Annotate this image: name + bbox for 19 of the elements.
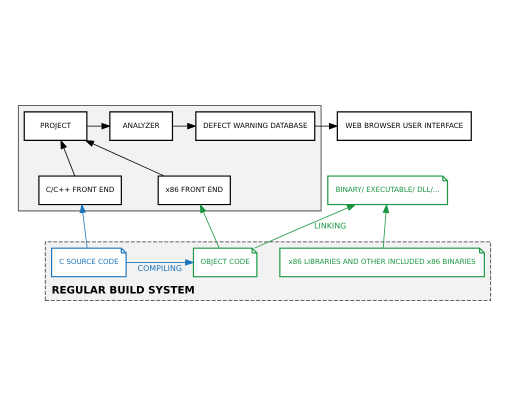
node-box: ANALYZER [109,110,174,140]
cluster [18,104,322,211]
arrow [254,204,356,248]
arrow [126,258,195,266]
edge-label: COMPILING [138,264,182,273]
node-box: x86 FRONT END [158,174,231,205]
edge-label: LINKING [314,220,346,230]
arrow [200,203,220,248]
arrow [172,122,197,129]
node-box: PROJECT [24,110,88,140]
arrow [80,202,88,248]
node-box: DEFECT WARNING DATABASE [195,110,316,140]
arrow [86,122,112,129]
arrow [314,122,338,129]
node-box: C/C++ FRONT END [38,174,122,205]
arrow [382,202,390,248]
node-box: WEB BROWSER USER INTERFACE [336,110,472,140]
arrow [84,139,165,176]
arrow [60,138,76,176]
